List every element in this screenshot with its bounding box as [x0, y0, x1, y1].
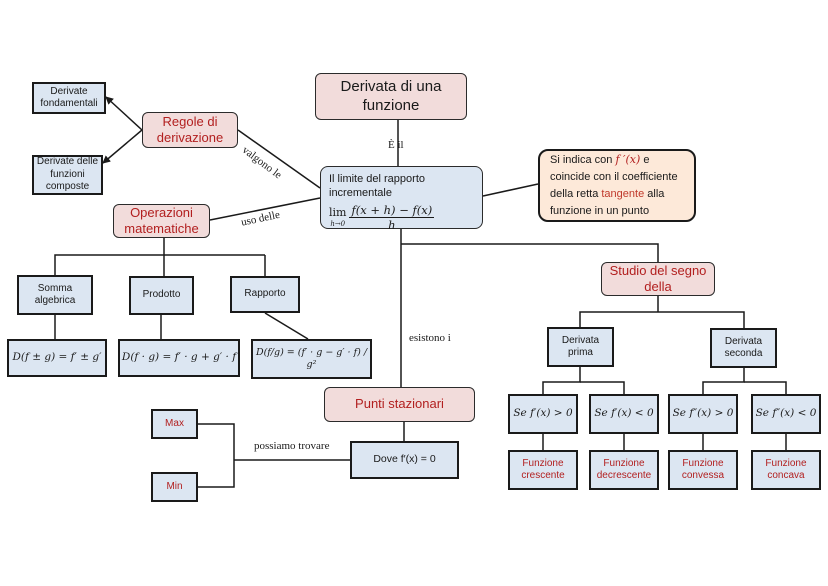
operations-node: Operazioni matematiche: [113, 204, 210, 238]
operations-label: Operazioni matematiche: [124, 204, 199, 236]
where-label: Dove f′(x) = 0: [373, 453, 436, 466]
sum-node: Somma algebrica: [17, 275, 93, 315]
root-label: Derivata di una funzione: [340, 77, 442, 114]
edge-rules-fundamental: [105, 96, 143, 131]
stationary-points-node: Punti stazionari: [324, 387, 475, 422]
lim-symbol: lim: [329, 206, 347, 220]
composite-derivatives-label: Derivate delle funzioni composte: [36, 156, 99, 193]
condition-2: Se f′(x) < 0: [594, 407, 654, 420]
fundamental-derivatives-node: Derivate fondamentali: [32, 82, 106, 114]
limit-formula: lim h→0 f(x + h) − f(x) h: [329, 202, 435, 233]
product-formula: D(f · g) = f′ · g + g′ · f: [121, 351, 237, 364]
min-label: Min: [166, 480, 183, 492]
product-node: Prodotto: [129, 276, 194, 315]
edge-label-is: È il: [388, 139, 404, 151]
sum-formula: D(f ± g) = f′ ± g′: [12, 351, 102, 364]
edge-rules-composite: [102, 129, 143, 164]
sum-formula-node: D(f ± g) = f′ ± g′: [7, 339, 107, 377]
ratio-node: Rapporto: [230, 276, 300, 313]
notation-node: Si indica con f ′(x) e coincide con il c…: [538, 149, 696, 222]
edge-label-exist: esistono i: [409, 332, 451, 344]
edge-limit-rules: [237, 129, 321, 189]
ratio-formula: D(f/g) = (f′ · g − g′ · f) / g²: [255, 347, 368, 370]
rules-label: Regole di derivazione: [156, 113, 224, 145]
fundamental-derivatives-label: Derivate fondamentali: [40, 85, 98, 110]
notation-part3: alla funzione in un punto: [550, 188, 665, 218]
max-label: Max: [165, 417, 184, 429]
result-convex-node: Funzione convessa: [668, 450, 738, 490]
first-derivative-label: Derivata prima: [561, 334, 600, 359]
edge-operations-branch: [54, 238, 165, 275]
study-label: Studio del segno della: [609, 262, 707, 294]
limit-numerator: f(x + h) − f(x): [349, 202, 435, 218]
result-convex: Funzione convessa: [681, 457, 725, 482]
stationary-points-label: Punti stazionari: [355, 396, 444, 412]
edge-limit-study: [401, 243, 659, 262]
notation-highlight: tangente: [601, 188, 645, 200]
result-decreasing: Funzione decrescente: [596, 457, 652, 482]
edge-ratio-formula: [264, 312, 309, 340]
limit-text: Il limite del rapporto incrementale: [329, 173, 425, 200]
second-derivative-label: Derivata seconda: [724, 335, 763, 360]
product-formula-node: D(f · g) = f′ · g + g′ · f: [118, 339, 240, 377]
result-decreasing-node: Funzione decrescente: [589, 450, 659, 490]
condition-3-node: Se f″(x) > 0: [668, 394, 738, 434]
first-derivative-node: Derivata prima: [547, 327, 614, 367]
edge-limit-notation: [482, 183, 539, 197]
root-node: Derivata di una funzione: [315, 73, 467, 120]
limit-denominator: h: [388, 217, 396, 232]
condition-1-node: Se f′(x) > 0: [508, 394, 578, 434]
condition-4-node: Se f″(x) < 0: [751, 394, 821, 434]
result-concave: Funzione concava: [765, 457, 807, 482]
condition-2-node: Se f′(x) < 0: [589, 394, 659, 434]
where-node: Dove f′(x) = 0: [350, 441, 459, 479]
edge-label-find: possiamo trovare: [254, 440, 330, 452]
limit-definition-node: Il limite del rapporto incrementale lim …: [320, 166, 483, 232]
max-node: Max: [151, 409, 198, 439]
ratio-formula-node: D(f/g) = (f′ · g − g′ · f) / g²: [251, 339, 372, 379]
ratio-label: Rapporto: [244, 288, 286, 300]
edge-limit-operations: [209, 197, 321, 221]
result-concave-node: Funzione concava: [751, 450, 821, 490]
edge-second-branch: [702, 368, 745, 394]
notation-symbol: f ′(x): [615, 152, 641, 166]
edge-first-branch: [542, 367, 581, 394]
condition-4: Se f″(x) < 0: [755, 407, 817, 420]
rules-node: Regole di derivazione: [142, 112, 238, 148]
min-node: Min: [151, 472, 198, 502]
condition-3: Se f″(x) > 0: [672, 407, 734, 420]
study-node: Studio del segno della: [601, 262, 715, 296]
result-increasing-node: Funzione crescente: [508, 450, 578, 490]
notation-part2: e coincide con il coefficiente della ret…: [550, 153, 678, 200]
sum-label: Somma algebrica: [34, 282, 76, 307]
notation-part1: Si indica con: [550, 153, 613, 166]
condition-1: Se f′(x) > 0: [513, 407, 573, 420]
product-label: Prodotto: [142, 289, 181, 301]
second-derivative-node: Derivata seconda: [710, 328, 777, 368]
lim-subscript: h→0: [330, 219, 346, 228]
result-increasing: Funzione crescente: [521, 457, 565, 482]
composite-derivatives-node: Derivate delle funzioni composte: [32, 155, 103, 195]
